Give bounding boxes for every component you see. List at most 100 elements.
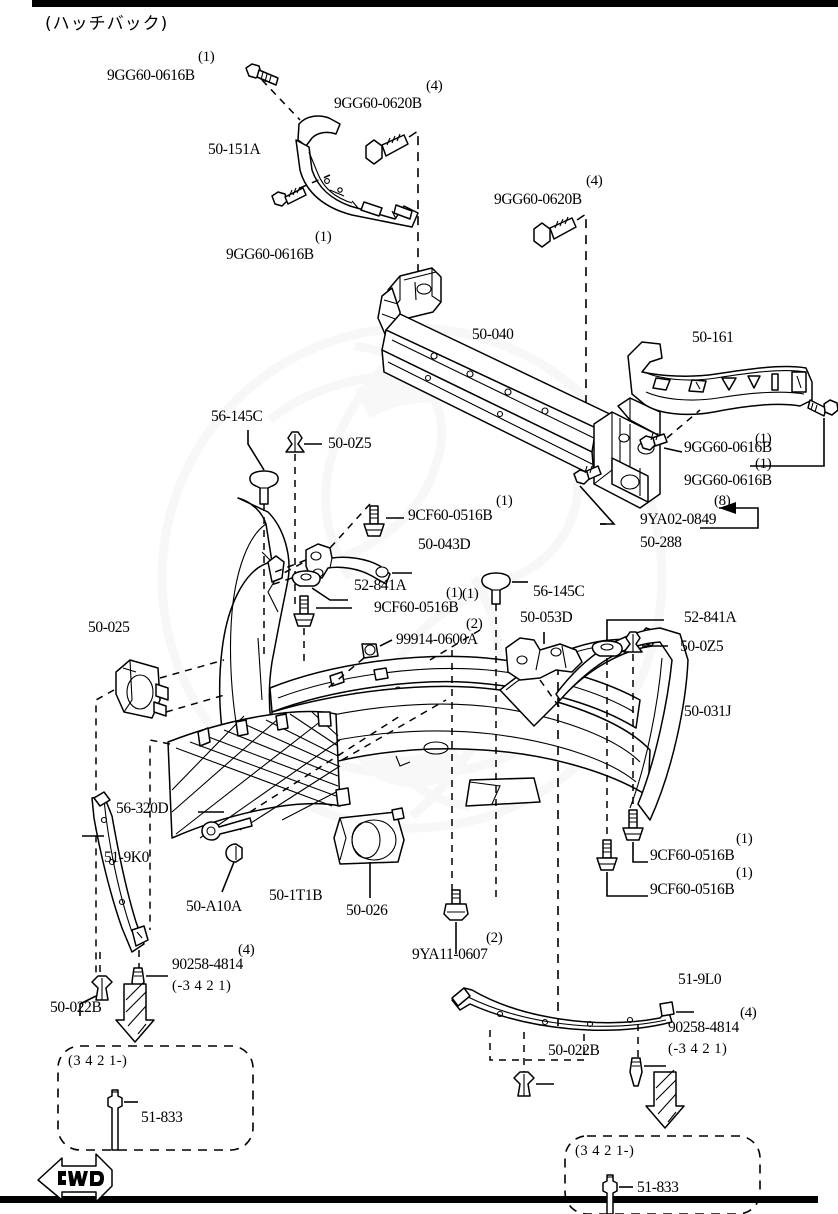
label-9cf60-0516b-1: 9CF60-0516B — [408, 507, 493, 524]
screw-9CF60-0516B-2 — [293, 595, 315, 627]
direction-arrow-right — [645, 1069, 685, 1129]
label-50-040: 50-040 — [472, 326, 514, 343]
leader-9cf60-0516b-4 — [606, 872, 648, 897]
assembly-line-9cf60-1 — [281, 503, 371, 575]
part-51-9L0-deflector — [451, 987, 675, 1031]
part-50-025-bezel — [115, 659, 169, 719]
screw-9CF60-0516B-1 — [363, 505, 385, 537]
label-50-031j: 50-031J — [684, 703, 732, 720]
arrowhead-9ya02 — [719, 502, 736, 514]
bolt-9GG60-0616B-right-2 — [639, 432, 668, 451]
label-50-053d: 50-053D — [520, 609, 573, 626]
label-50-151a: 50-151A — [208, 141, 261, 158]
clip-56-145C-2 — [481, 572, 511, 605]
assembly-line-3 — [408, 129, 419, 316]
leader-9cf60-0516b-3 — [632, 842, 648, 863]
bolt-9GG60-0616B-top — [245, 63, 279, 86]
qty-9gg60-0616b-1: (1) — [198, 49, 215, 65]
label-9gg60-0616b-1: 9GG60-0616B — [107, 67, 195, 84]
inset-box-right — [564, 1135, 761, 1214]
part-51-833-left — [107, 1089, 123, 1151]
leader-99914-0600a — [379, 639, 393, 647]
leader-52-841a-2 — [606, 619, 664, 640]
leader-50-a10a — [221, 861, 235, 893]
qty-9cf60-0516b-1: (1) — [496, 493, 513, 509]
label-50-161: 50-161 — [692, 329, 734, 346]
part-50-040-reinforcement — [377, 267, 661, 509]
qty-9cf60-0516b-4: (1) — [736, 865, 753, 881]
assembly-line-grille-3 — [249, 715, 401, 813]
label-50-288: 50-288 — [640, 534, 682, 551]
label-50-025: 50-025 — [88, 619, 130, 636]
assembly-line-bezel-3 — [95, 689, 115, 980]
label-9cf60-0516b-2: 9CF60-0516B — [374, 599, 459, 616]
qty-9gg60-0620b-1: (4) — [426, 78, 443, 94]
inset-right-range: (3 4 2 1-) — [575, 1143, 635, 1159]
label-51-9l0: 51-9L0 — [678, 971, 722, 988]
assembly-line-bezel-1 — [159, 659, 225, 679]
leader-56-145c-1 — [247, 430, 265, 471]
label-9gg60-0620b-2: 9GG60-0620B — [494, 191, 582, 208]
label-9gg60-0620b-1: 9GG60-0620B — [334, 95, 422, 112]
label-90258-4814-left: 90258-4814 — [172, 956, 243, 973]
label-99914-0600a: 99914-0600A — [396, 631, 478, 648]
assembly-line-bezel-2 — [165, 693, 229, 713]
bolt-50-288 — [573, 465, 602, 485]
assembly-line-99914 — [327, 657, 365, 689]
part-50-026-foglamp-cover — [333, 807, 405, 865]
top-border-rule — [32, 0, 838, 7]
screw-90258-4814-right — [629, 1057, 643, 1087]
qty-9cf60-0516b-2: (1) — [462, 586, 479, 602]
label-56-145c-1: 56-145C — [211, 408, 263, 425]
qty-9gg60-0616b-3: (1) — [755, 431, 772, 447]
inset-left-part: 51-833 — [141, 1109, 183, 1126]
leader-50-022b-left — [79, 995, 97, 1016]
leader-9gg60-0616b-r2 — [663, 447, 683, 453]
qty-9gg60-0616b-2: (1) — [315, 229, 332, 245]
bottom-border-rule — [0, 1196, 818, 1203]
range-90258-4814-right: (-3 4 2 1) — [668, 1041, 728, 1057]
qty-56-145c-2: (1) — [446, 585, 463, 601]
label-50-022b-left: 50-022B — [50, 999, 102, 1016]
label-50-0z5-1: 50-0Z5 — [328, 435, 372, 452]
part-50-151A-bracket — [295, 115, 419, 228]
label-50-1t1b: 50-1T1B — [269, 887, 323, 904]
label-9ya11-0607: 9YA11-0607 — [412, 946, 488, 963]
label-50-0z5-2: 50-0Z5 — [680, 638, 724, 655]
clip-9YA11-0607 — [443, 889, 469, 921]
label-9gg60-0616b-2: 9GG60-0616B — [226, 246, 314, 263]
label-9gg60-0616b-3: 9GG60-0616B — [684, 439, 772, 456]
clip-50-022B-right — [513, 1071, 535, 1097]
label-50-043d: 50-043D — [418, 536, 471, 553]
label-52-841a-1: 52-841A — [354, 577, 407, 594]
label-50-a10a: 50-A10A — [186, 898, 242, 915]
dim-51-9l0 — [489, 1030, 585, 1061]
leader-9gg60-0616b-r1 — [750, 418, 825, 467]
assembly-line-50-053d — [539, 679, 561, 709]
bolt-9GG60-0620B-1 — [365, 133, 409, 165]
grommet-52-841A-1 — [291, 570, 321, 587]
label-50-026: 50-026 — [346, 902, 388, 919]
part-50-053D-bracket — [505, 637, 583, 681]
direction-arrow-left — [115, 981, 155, 1043]
assembly-line-misc-1 — [429, 629, 481, 661]
label-56-145c-2: 56-145C — [533, 583, 585, 600]
range-90258-4814-left: (-3 4 2 1) — [172, 978, 232, 994]
part-50-161-bracket — [627, 341, 813, 416]
leader-9ya02-50288 — [700, 507, 759, 529]
screw-9CF60-0516B-4 — [596, 839, 618, 871]
label-51-9k0: 51-9K0 — [104, 849, 149, 866]
label-56-320d: 56-320D — [116, 800, 169, 817]
assembly-line-52-841a-1 — [267, 577, 293, 587]
clip-50-0Z5-2 — [623, 631, 643, 653]
clip-56-145C-1 — [249, 470, 279, 505]
clip-50-022B-left — [91, 975, 113, 1001]
bolt-9GG60-0620B-2 — [533, 216, 577, 248]
qty-9ya02-0849: (8) — [714, 493, 731, 509]
assembly-line-4 — [576, 212, 587, 412]
screw-9CF60-0516B-3 — [622, 809, 644, 841]
part-50-1T1B-grille — [167, 710, 351, 839]
qty-90258-4814-right: (4) — [740, 1005, 757, 1021]
qty-9gg60-0620b-2: (4) — [586, 173, 603, 189]
